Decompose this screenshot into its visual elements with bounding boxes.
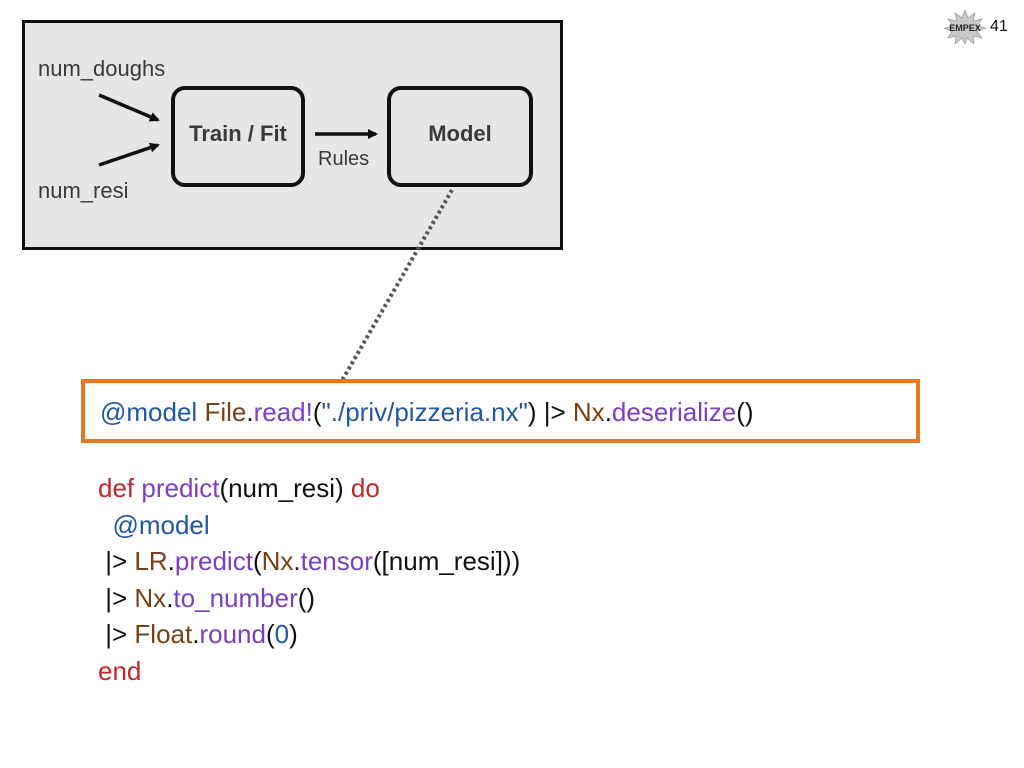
code-function: tensor [300, 546, 373, 576]
code-function: predict [141, 473, 220, 503]
code-function: deserialize [611, 397, 737, 427]
empex-logo: EMPEX [944, 10, 986, 44]
code-function: read! [253, 397, 313, 427]
code-paren: ) [289, 619, 298, 649]
code-module: Nx [134, 582, 167, 613]
code-keyword: do [350, 473, 380, 503]
model-label: Model [428, 120, 492, 146]
code-line-6: end [98, 653, 520, 690]
train-fit-box: Train / Fit [171, 86, 305, 187]
code-line-5: |> Float.round(0) [98, 616, 520, 653]
code-attr: @model [112, 509, 210, 540]
code-function: predict [174, 546, 253, 576]
code-paren: ( [265, 619, 275, 649]
code-keyword: end [98, 655, 142, 686]
code-paren: () [297, 582, 316, 613]
rules-label: Rules [318, 148, 370, 170]
code-number: 0 [274, 619, 290, 649]
code-module: Nx [261, 546, 294, 576]
code-block: def predict(num_resi) do @model |> LR.pr… [98, 470, 520, 689]
code-paren: ( [252, 546, 262, 576]
code-string: "./priv/pizzeria.nx" [321, 397, 528, 427]
code-function: to_number [173, 582, 298, 613]
code-pipe: |> [105, 582, 135, 613]
code-dot: . [192, 619, 200, 649]
code-module: Nx [572, 397, 605, 427]
code-paren: ( [312, 397, 322, 427]
page-number: 41 [990, 18, 1008, 35]
code-attr: @model [100, 397, 198, 427]
train-fit-label: Train / Fit [189, 120, 287, 146]
logo-text: EMPEX [949, 23, 981, 33]
code-module: Float [134, 619, 193, 649]
code-pipe: |> [105, 619, 135, 649]
code-pipe: |> [105, 546, 135, 576]
input-label-num-resi: num_resi [38, 178, 129, 203]
code-line-3: |> LR.predict(Nx.tensor([num_resi])) [98, 543, 520, 580]
code-dot: . [293, 546, 301, 576]
code-args: (num_resi) [219, 473, 351, 503]
code-pipe: |> [536, 397, 573, 427]
code-args: ([num_resi])) [372, 546, 521, 576]
code-function: round [199, 619, 266, 649]
code-paren: () [736, 397, 754, 427]
code-dot: . [166, 582, 174, 613]
input-label-num-doughs: num_doughs [38, 56, 166, 81]
code-line-1: def predict(num_resi) do [98, 470, 520, 507]
code-line-4: |> Nx.to_number() [98, 580, 520, 617]
highlighted-code-line: @model File.read!("./priv/pizzeria.nx") … [100, 397, 754, 427]
code-dot: . [167, 546, 175, 576]
model-box: Model [387, 86, 533, 187]
code-paren: ) [527, 397, 537, 427]
code-dot: . [246, 397, 254, 427]
highlight-box [81, 379, 920, 443]
code-keyword: def [98, 473, 135, 503]
code-dot: . [604, 397, 612, 427]
code-module: LR [134, 546, 168, 576]
code-line-2: @model [98, 507, 520, 544]
code-module: File [204, 397, 247, 427]
